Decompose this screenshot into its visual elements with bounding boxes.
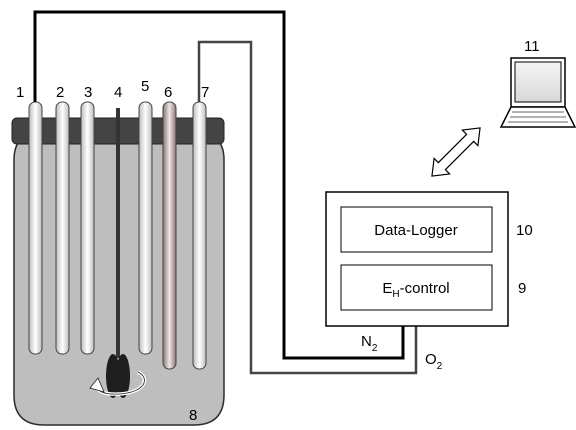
probe-2 xyxy=(55,101,70,355)
label-2: 2 xyxy=(56,84,64,101)
stirrer-shaft xyxy=(116,108,120,358)
label-11: 11 xyxy=(524,38,540,55)
impeller-blade-left xyxy=(106,354,120,398)
wire-probe1-to-controller xyxy=(33,10,405,360)
data-logger-box xyxy=(340,206,493,253)
label-9: 9 xyxy=(518,280,526,297)
eh-control-label: EH-control xyxy=(382,280,449,300)
double-arrow xyxy=(431,127,481,177)
label-4: 4 xyxy=(114,84,122,101)
probe-3 xyxy=(80,101,95,355)
laptop-icon xyxy=(499,57,576,128)
n2-label: N2 xyxy=(361,333,378,354)
label-7: 7 xyxy=(201,84,209,101)
label-3: 3 xyxy=(84,84,92,101)
probe-6 xyxy=(162,101,177,370)
label-8: 8 xyxy=(189,407,197,424)
label-1: 1 xyxy=(16,84,24,101)
data-logger-label: Data-Logger xyxy=(374,222,457,239)
label-10: 10 xyxy=(516,222,533,239)
wire-probe7-to-controller xyxy=(197,40,418,375)
o2-label: O2 xyxy=(425,351,443,372)
label-6: 6 xyxy=(164,84,172,101)
probe-1 xyxy=(28,101,43,355)
probe-5 xyxy=(138,101,153,355)
impeller-blade-right xyxy=(116,354,130,398)
label-5: 5 xyxy=(141,78,149,95)
eh-control-box xyxy=(340,264,493,311)
probe-7 xyxy=(192,101,207,370)
rotation-arrow-head xyxy=(89,377,105,393)
